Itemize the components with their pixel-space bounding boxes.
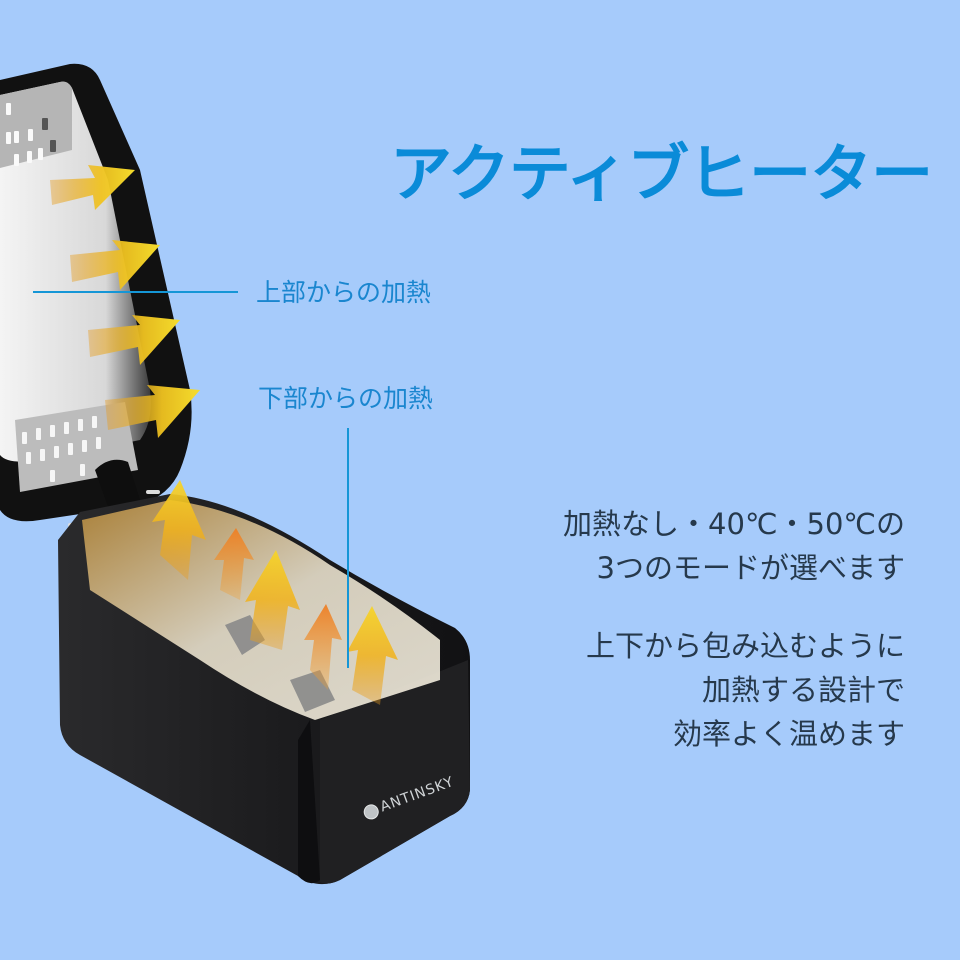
modes-line-2: 3つのモードが選べます (596, 551, 905, 585)
page-title: アクティブヒーター (390, 137, 933, 210)
modes-line-1: 加熱なし・40℃・50℃の (563, 507, 905, 541)
bottom-heating-label: 下部からの加熱 (258, 384, 434, 413)
top-heating-pointer-line (33, 291, 238, 293)
modes-description: 加熱なし・40℃・50℃の 3つのモードが選べます (563, 502, 905, 590)
design-line-1: 上下から包み込むように (585, 629, 905, 663)
design-line-2: 加熱する設計で (701, 673, 905, 707)
design-line-3: 効率よく温めます (672, 717, 905, 751)
design-description: 上下から包み込むように 加熱する設計で 効率よく温めます (586, 624, 905, 756)
top-heating-label: 上部からの加熱 (256, 278, 432, 307)
bottom-heating-pointer-line (347, 428, 349, 668)
product-image (0, 63, 470, 885)
